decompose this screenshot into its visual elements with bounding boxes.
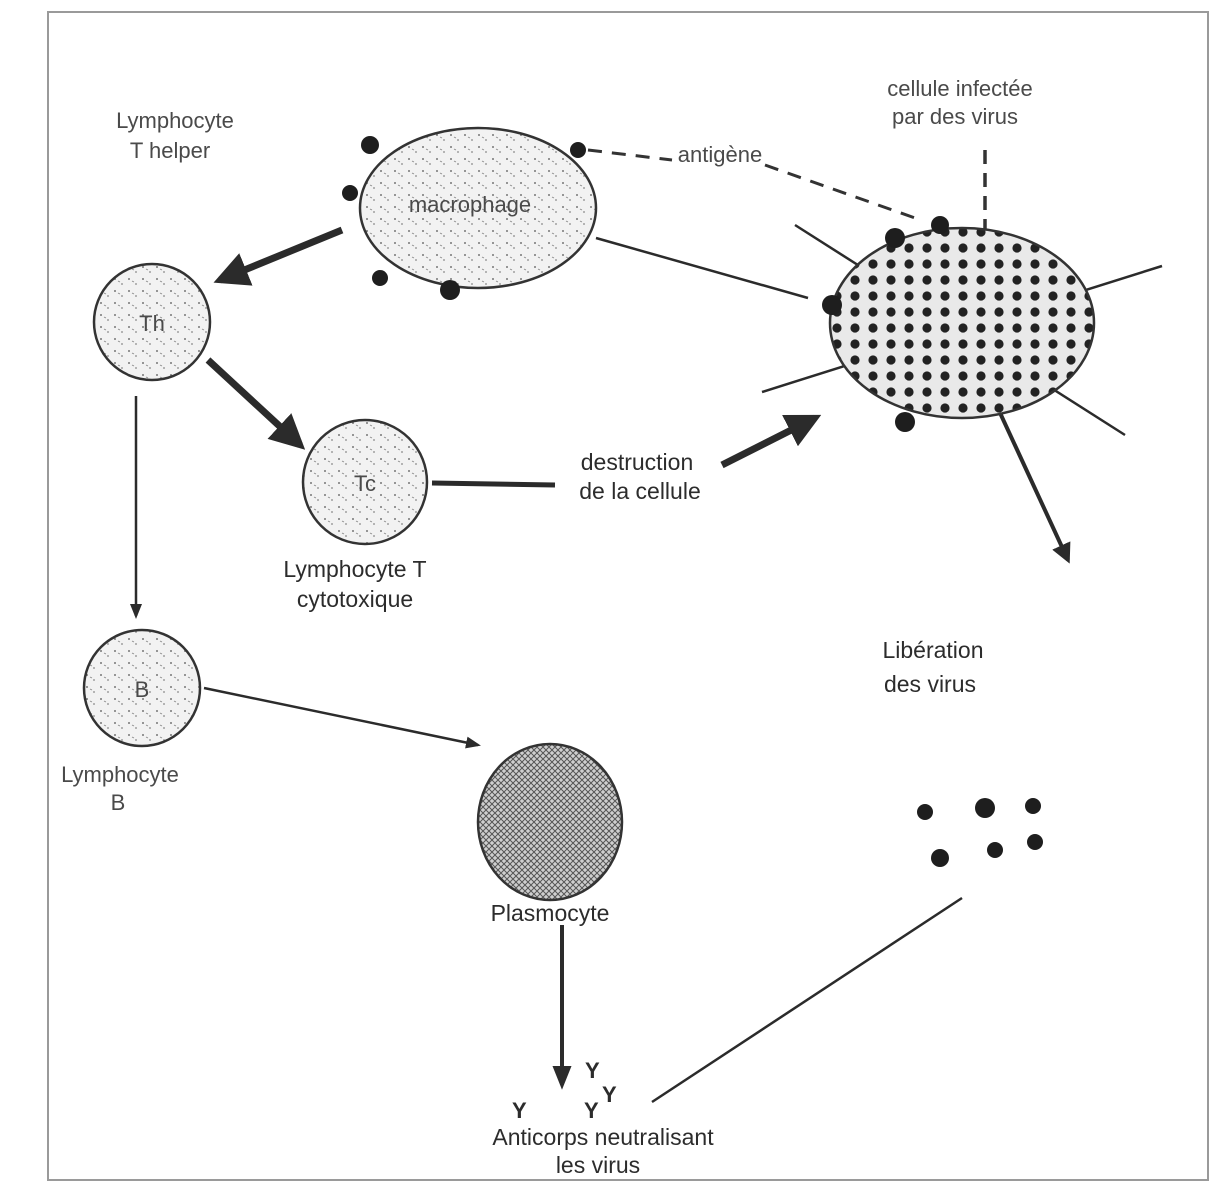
virus-dot xyxy=(372,270,388,286)
antibody-y-icon: Y xyxy=(585,1058,600,1083)
antigen-dash-right xyxy=(765,165,915,218)
virus-dot xyxy=(987,842,1003,858)
plasmocyte-cell xyxy=(478,744,622,900)
b-name-line1: Lymphocyte xyxy=(61,762,179,787)
virus-dot xyxy=(895,412,915,432)
antibody-y-icon: Y xyxy=(602,1082,617,1107)
liberation-label-line1: Libération xyxy=(882,637,983,663)
arrow-destruction xyxy=(722,418,815,465)
virus-dot xyxy=(361,136,379,154)
tc-cell-label: Tc xyxy=(354,471,376,496)
virus-dot xyxy=(570,142,586,158)
virus-dot xyxy=(885,228,905,248)
virus-dot xyxy=(931,216,949,234)
virus-dot xyxy=(440,280,460,300)
infected-label-line2: par des virus xyxy=(892,104,1018,129)
antibody-glyphs: Y Y Y Y xyxy=(512,1058,617,1123)
virus-dot xyxy=(1025,798,1041,814)
th-name-line1: Lymphocyte xyxy=(116,108,234,133)
arrow-virus-release xyxy=(995,402,1068,560)
antibody-label-line2: les virus xyxy=(556,1152,640,1178)
virus-dot xyxy=(1027,834,1043,850)
tc-name-line1: Lymphocyte T xyxy=(283,556,426,582)
th-cell-label: Th xyxy=(139,311,165,336)
virus-dot xyxy=(931,849,949,867)
antibody-y-icon: Y xyxy=(512,1098,527,1123)
figure-frame xyxy=(48,12,1208,1180)
b-cell-label: B xyxy=(135,677,150,702)
tc-name-line2: cytotoxique xyxy=(297,586,413,612)
virus-dot xyxy=(822,295,842,315)
antigen-dash-left xyxy=(588,150,672,160)
virus-dot xyxy=(975,798,995,818)
infected-label-line1: cellule infectée xyxy=(887,76,1033,101)
plasmocyte-label: Plasmocyte xyxy=(491,900,610,926)
liberation-label-line2: des virus xyxy=(884,671,976,697)
virus-dot xyxy=(342,185,358,201)
infected-cell xyxy=(830,228,1094,418)
antigen-label: antigène xyxy=(678,142,762,167)
b-name-line2: B xyxy=(111,790,126,815)
arrow-b-to-plasmocyte xyxy=(204,688,478,745)
virus-dot xyxy=(917,804,933,820)
antibody-label-line1: Anticorps neutralisant xyxy=(492,1124,714,1150)
destruction-label-line2: de la cellule xyxy=(579,478,700,504)
arrow-macrophage-to-th xyxy=(220,230,342,280)
antibody-y-icon: Y xyxy=(584,1098,599,1123)
destruction-label-line1: destruction xyxy=(581,449,694,475)
th-name-line2: T helper xyxy=(130,138,210,163)
line-macrophage-to-infected xyxy=(596,238,808,298)
destruction-line xyxy=(432,483,555,485)
line-antibodies-to-viruses xyxy=(652,898,962,1102)
macrophage-label: macrophage xyxy=(409,192,531,217)
arrow-th-to-tc xyxy=(208,360,300,445)
